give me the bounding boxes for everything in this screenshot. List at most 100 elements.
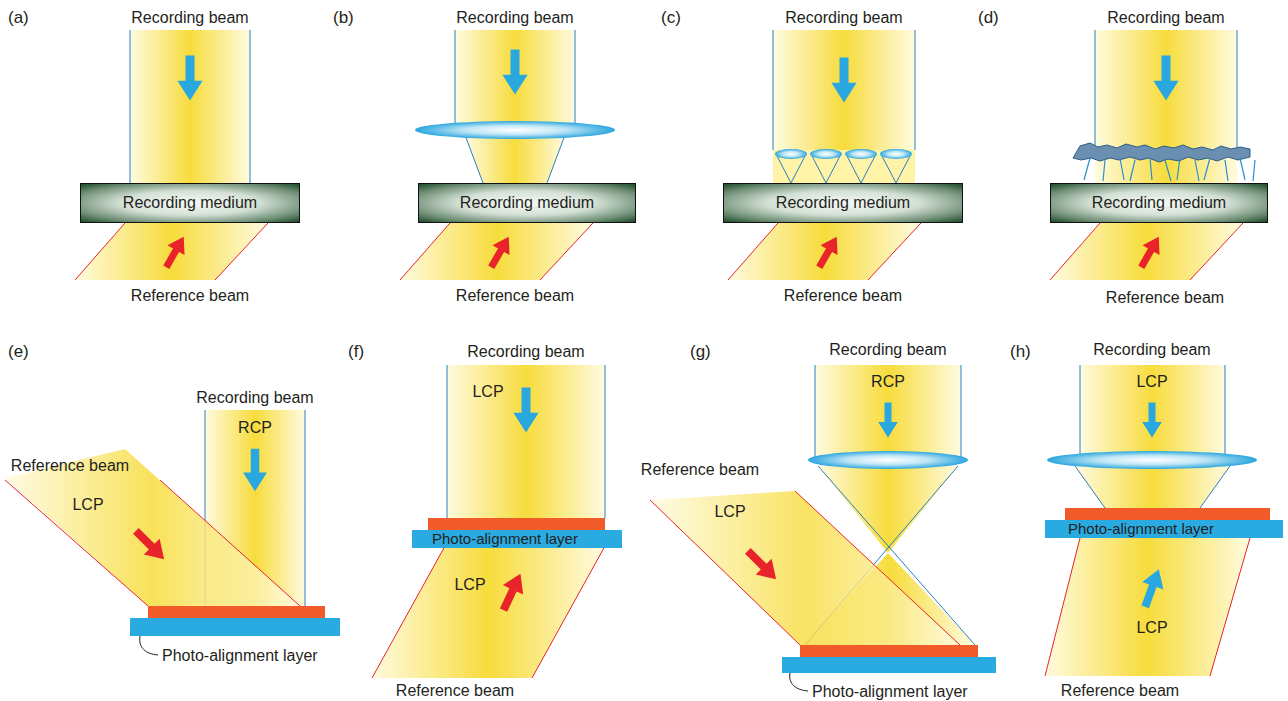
panel-d-part: [1133, 232, 1167, 272]
panel-f-part: [605, 365, 606, 518]
panel-b-part: [483, 232, 517, 272]
panel-h-part: [1075, 466, 1230, 508]
panel-h-part: [1045, 538, 1080, 676]
polarization-label: LCP: [454, 576, 485, 594]
panel-d-part-part: [1084, 158, 1255, 181]
panel-h-part: [1065, 508, 1270, 520]
panel-c-part: [728, 223, 921, 280]
panel-letter: (e): [8, 343, 29, 361]
panel-d-part: [1095, 30, 1096, 148]
panel-g-part: [650, 491, 960, 645]
panel-letter: (h): [1010, 343, 1031, 361]
panel-g-part: [878, 403, 898, 438]
panel-b-part: [540, 223, 593, 280]
medium-label: Recording medium: [460, 194, 594, 212]
panel-a-part: [130, 30, 250, 183]
panel-g-part: [961, 365, 962, 458]
panel-c: [728, 30, 921, 280]
panel-g-part: [815, 365, 961, 460]
panel-c-part: [773, 150, 915, 183]
panel-h-part: [1080, 365, 1225, 460]
panel-c-part: [831, 58, 856, 103]
panel-letter: (d): [978, 9, 999, 27]
panel-e-part: [160, 480, 300, 606]
panel-e-part: [128, 523, 172, 567]
panel-f-part: [513, 388, 538, 433]
panel-g: [650, 365, 996, 691]
panel-e: [5, 410, 340, 655]
panel-g-part: [815, 365, 816, 458]
panel-h: [1045, 365, 1283, 676]
panel-h-part: [1047, 451, 1257, 469]
panel-e-part: [5, 449, 300, 606]
medium-label: Recording medium: [123, 194, 257, 212]
panel-h-part: [1045, 538, 1250, 676]
panel-h-part: [1075, 466, 1230, 508]
panel-g-part: [795, 491, 960, 645]
panel-b-part: [400, 223, 450, 280]
panel-c-part: [868, 223, 921, 280]
panel-d-part: [1050, 223, 1100, 280]
panel-letter: (b): [333, 9, 354, 27]
panel-b-part: [465, 135, 483, 183]
panel-c-part: [777, 156, 910, 183]
panel-b: [400, 30, 615, 280]
panel-f-part: [447, 365, 605, 518]
panel-a-part: [250, 30, 251, 183]
beam-label: Reference beam: [456, 287, 574, 305]
panel-b-part: [400, 223, 593, 280]
panel-g-part: [790, 673, 808, 691]
panel-e-part: [243, 449, 267, 492]
panel-a-part: [130, 30, 131, 183]
panel-f-part: [532, 546, 605, 678]
beam-label: Recording beam: [131, 9, 248, 27]
panel-b-part: [455, 30, 575, 130]
layer-label: Photo-alignment layer: [162, 647, 318, 665]
panel-a-part: [75, 223, 268, 280]
panel-letter: (f): [348, 343, 364, 361]
beam-label: Recording beam: [1107, 9, 1224, 27]
polarization-label: LCP: [1136, 373, 1167, 391]
panel-c-part: [728, 223, 778, 280]
panel-h-part: [1225, 365, 1226, 458]
panel-c-part: [775, 149, 807, 159]
panel-d-part: [1153, 56, 1178, 101]
polarization-label: RCP: [871, 373, 905, 391]
panel-c-part: [880, 149, 912, 159]
layer-label: Photo-alignment layer: [1068, 520, 1214, 538]
beam-label: Reference beam: [11, 457, 129, 475]
layer-label: Photo-alignment layer: [812, 683, 968, 701]
panel-f-part: [493, 569, 530, 615]
panel-e-part: [148, 606, 325, 618]
panel-a-part: [177, 56, 202, 101]
panel-b-part: [415, 121, 615, 139]
panel-a-part: [158, 232, 192, 272]
panel-h-part: [1080, 365, 1081, 458]
polarization-label: LCP: [1136, 619, 1167, 637]
panel-b-part: [455, 30, 456, 128]
polarization-label: LCP: [714, 503, 745, 521]
panel-h-part: [1142, 403, 1162, 438]
beam-label: Reference beam: [131, 287, 249, 305]
panel-f-part: [447, 365, 448, 518]
beam-label: Recording beam: [196, 389, 313, 407]
panel-b-part: [465, 135, 565, 183]
recording-medium-box: Recording medium: [723, 183, 963, 223]
panel-g-part: [782, 657, 996, 673]
beam-label: Recording beam: [467, 343, 584, 361]
beam-label: Reference beam: [784, 287, 902, 305]
panel-c-part: [773, 30, 774, 150]
panel-b-part: [575, 30, 576, 128]
panel-f-part: [372, 546, 445, 678]
panel-h-part: [1210, 538, 1250, 676]
panel-h-part: [1135, 565, 1170, 610]
beam-label: Recording beam: [785, 9, 902, 27]
panel-f-part: [372, 546, 605, 678]
panel-a-part: [75, 223, 125, 280]
polarization-label: RCP: [238, 419, 272, 437]
panel-g-part: [650, 500, 800, 645]
panel-d-part: [1073, 143, 1250, 162]
beam-label: Recording beam: [1093, 341, 1210, 359]
beam-label: Reference beam: [1061, 682, 1179, 700]
